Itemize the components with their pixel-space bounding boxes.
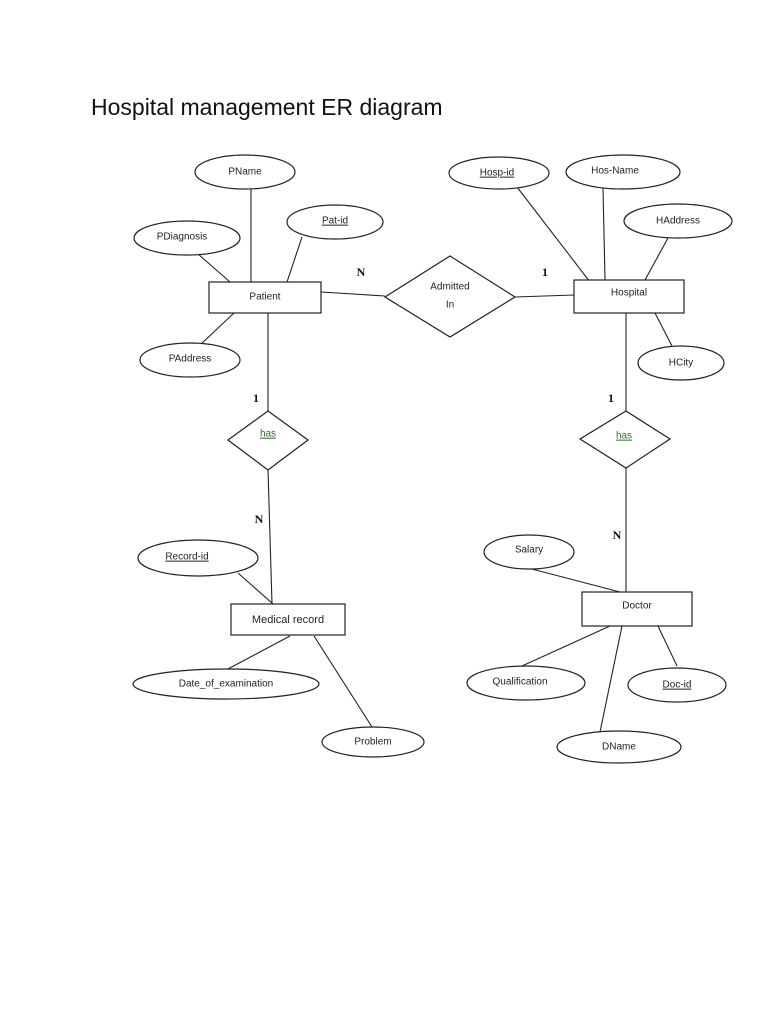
attribute-problem: Problem: [321, 726, 425, 758]
line-problem-record: [313, 635, 373, 728]
attribute-dname-label: DName: [602, 742, 636, 753]
connector-lines: [197, 186, 678, 733]
attribute-paddress-label: PAddress: [169, 354, 212, 365]
attribute-pdiagnosis-label: PDiagnosis: [157, 232, 208, 243]
attribute-hos-name: Hos-Name: [565, 154, 681, 190]
attribute-hcity-label: HCity: [669, 358, 693, 369]
page-title: Hospital management ER diagram: [91, 94, 443, 120]
line-haddress-hospital: [644, 237, 669, 281]
attribute-hos-name-label: Hos-Name: [591, 166, 639, 177]
attribute-dname: DName: [556, 730, 682, 764]
attribute-doc-id: Doc-id: [627, 667, 727, 703]
relationship-admitted-in: Admitted In: [383, 255, 517, 338]
attribute-pdiagnosis: PDiagnosis: [133, 220, 241, 256]
entity-hospital: Hospital: [573, 279, 685, 314]
line-recordid-record: [237, 572, 274, 605]
cardinality-record-has: N: [255, 512, 264, 526]
attribute-problem-label: Problem: [354, 737, 391, 748]
attribute-date-of-examination: Date_of_examination: [132, 668, 320, 700]
entity-doctor-label: Doctor: [622, 601, 652, 612]
attribute-hosp-id: Hosp-id: [448, 156, 550, 190]
relationship-hospital-has: has: [578, 410, 672, 469]
attribute-record-id: Record-id: [137, 539, 259, 577]
line-hosname-hospital: [602, 187, 606, 281]
attribute-date-of-examination-label: Date_of_examination: [179, 679, 274, 690]
line-qualification-doctor: [521, 625, 611, 667]
attribute-hcity: HCity: [637, 345, 725, 381]
attribute-record-id-label: Record-id: [165, 552, 208, 563]
relationship-admitted-label: Admitted: [430, 282, 469, 293]
line-salary-doctor: [527, 567, 621, 593]
relationship-patient-has-label: has: [260, 429, 276, 440]
attribute-salary: Salary: [483, 534, 575, 570]
line-patient-admitted: [320, 291, 386, 297]
cardinality-patient-has: 1: [253, 391, 259, 405]
attribute-pat-id-label: Pat-id: [322, 216, 348, 227]
attribute-qualification-label: Qualification: [492, 677, 547, 688]
attribute-salary-label: Salary: [515, 545, 543, 556]
line-has-record: [267, 469, 273, 605]
attribute-pat-id: Pat-id: [286, 204, 384, 240]
entity-patient-label: Patient: [249, 292, 280, 303]
cardinality-hospital-admitted: 1: [542, 265, 548, 279]
attribute-haddress: HAddress: [623, 203, 733, 239]
attribute-doc-id-label: Doc-id: [663, 680, 692, 691]
line-dname-doctor: [599, 625, 623, 733]
cardinality-hospital-has: 1: [608, 391, 614, 405]
line-hospid-hospital: [516, 186, 591, 283]
attribute-haddress-label: HAddress: [656, 216, 700, 227]
attribute-qualification: Qualification: [466, 665, 586, 701]
attribute-pname-label: PName: [228, 167, 262, 178]
relationship-hospital-has-label: has: [616, 431, 632, 442]
relationship-in-label: In: [446, 300, 454, 311]
entity-doctor: Doctor: [581, 591, 693, 627]
entity-medical-record-label: Medical record: [252, 614, 324, 626]
attribute-paddress: PAddress: [139, 342, 241, 378]
relationship-patient-has: has: [226, 410, 310, 471]
line-dateexam-record: [225, 635, 291, 671]
entity-patient: Patient: [208, 281, 322, 314]
cardinality-patient-admitted: N: [357, 265, 366, 279]
cardinality-doctor-has: N: [613, 528, 622, 542]
line-patid-patient: [286, 236, 303, 283]
attribute-pname: PName: [194, 154, 296, 190]
line-hcity-hospital: [654, 312, 673, 347]
attribute-hosp-id-label: Hosp-id: [480, 168, 514, 179]
entity-medical-record: Medical record: [230, 603, 346, 636]
line-paddress-patient: [199, 312, 235, 346]
line-pdiagnosis-patient: [197, 253, 231, 283]
line-admitted-hospital: [514, 294, 575, 298]
entity-hospital-label: Hospital: [611, 288, 647, 299]
line-docid-doctor: [657, 625, 678, 667]
